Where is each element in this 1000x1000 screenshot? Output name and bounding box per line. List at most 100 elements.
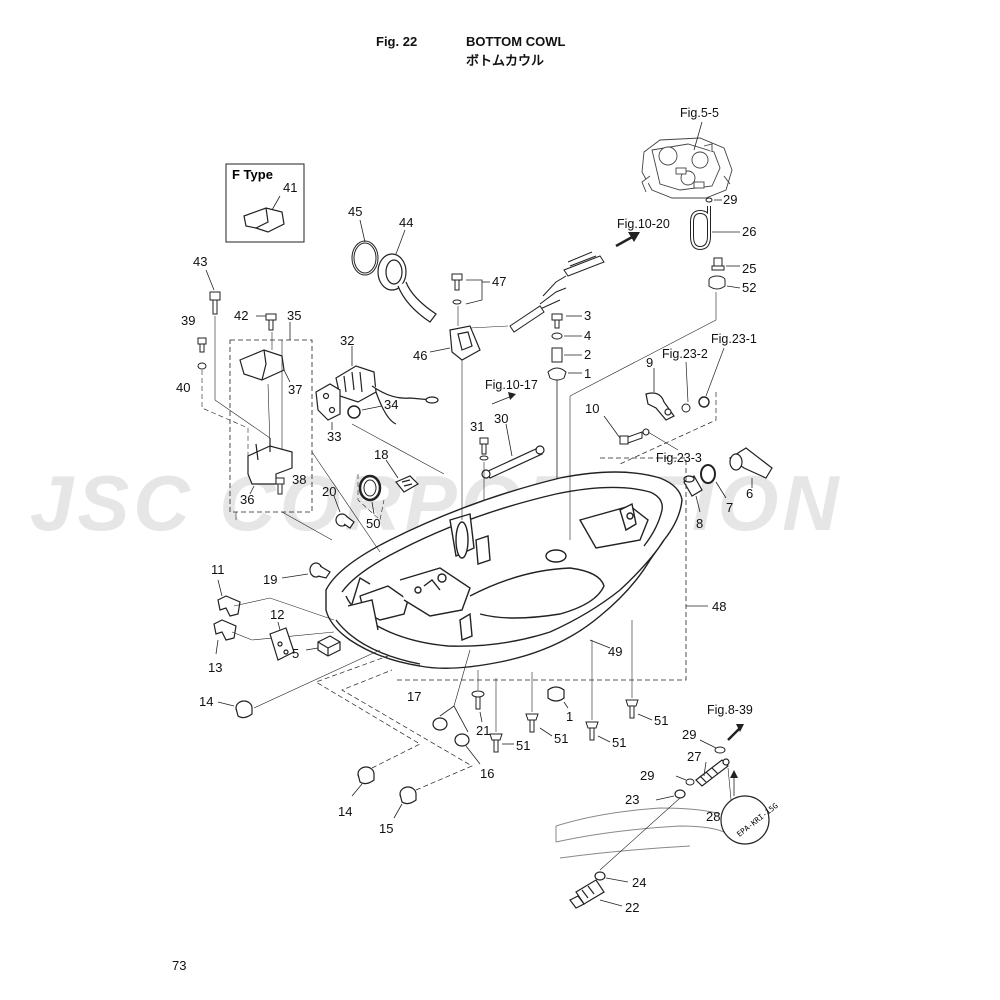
part-14-plug-upper <box>235 700 253 719</box>
part-label-29-upper: 29 <box>682 727 696 742</box>
part-label-29-top: 29 <box>723 192 737 207</box>
part-25-fitting <box>711 257 725 271</box>
part-7-washer <box>700 464 716 484</box>
group-35-boundary <box>229 339 313 513</box>
washer-fig-23-1 <box>698 396 710 408</box>
part-22-bolt <box>569 879 605 909</box>
part-27-lever <box>695 758 730 787</box>
part-32-stop-switch <box>335 365 439 425</box>
part-label-45: 45 <box>348 204 362 219</box>
part-label-12: 12 <box>270 607 284 622</box>
part-label-30: 30 <box>494 411 508 426</box>
ref-fig-23-1: Fig.23-1 <box>711 332 757 346</box>
part-label-42: 42 <box>234 308 248 323</box>
part-23-nut <box>674 789 686 799</box>
part-label-51-a: 51 <box>516 738 530 753</box>
part-label-29-lower: 29 <box>640 768 654 783</box>
part-label-44: 44 <box>399 215 413 230</box>
part-label-9: 9 <box>646 355 653 370</box>
part-label-46: 46 <box>413 348 427 363</box>
ref-fig-5-5: Fig.5-5 <box>680 106 719 120</box>
part-34-ring <box>347 405 361 419</box>
page-number: 73 <box>172 958 187 973</box>
part-label-40: 40 <box>176 380 190 395</box>
part-label-13: 13 <box>208 660 222 675</box>
part-51-screw-b <box>525 713 539 733</box>
part-label-51-d: 51 <box>654 713 668 728</box>
part-11-damper <box>217 595 241 617</box>
part-label-18: 18 <box>374 447 388 462</box>
part-1-grommet-bottom <box>547 686 565 702</box>
part-43-bolt <box>209 291 221 315</box>
ref-fig-10-20: Fig.10-20 <box>617 217 670 231</box>
arrow-to-fig-10-20 <box>615 234 635 248</box>
part-label-43: 43 <box>193 254 207 269</box>
part-1-grommet-top <box>547 367 567 381</box>
part-label-36: 36 <box>240 492 254 507</box>
transom-clamp-outline <box>555 807 725 859</box>
part-39-screw <box>197 337 207 353</box>
part-label-5: 5 <box>292 646 299 661</box>
part-51-screw-c <box>585 721 599 741</box>
part-label-4: 4 <box>584 328 591 343</box>
figure-number: Fig. 22 <box>376 34 418 49</box>
part-label-32: 32 <box>340 333 354 348</box>
part-label-14-upper: 14 <box>199 694 213 709</box>
f-type-inset-title: F Type <box>232 167 273 182</box>
part-21-screw <box>471 690 485 710</box>
part-29-clip-lower <box>685 778 695 786</box>
part-label-48: 48 <box>712 599 726 614</box>
engine-block-illustration <box>641 137 733 199</box>
part-14-plug-lower <box>357 766 375 785</box>
part-label-47: 47 <box>492 274 506 289</box>
washer-fig-23-2 <box>681 403 691 413</box>
wire-harness-connector <box>563 251 605 277</box>
ref-fig-23-3: Fig.23-3 <box>656 451 702 465</box>
part-label-22: 22 <box>625 900 639 915</box>
part-37-cover <box>239 349 285 381</box>
part-29-clip-upper <box>714 746 726 754</box>
part-label-31: 31 <box>470 419 484 434</box>
part-28-emission-label: EPA-KRI-15G <box>720 795 780 845</box>
part-3-screw <box>551 313 563 329</box>
part-15-plug <box>399 786 417 805</box>
part-40-washer <box>197 362 207 370</box>
part-label-11: 11 <box>211 562 225 577</box>
part-51-screw-a <box>489 733 503 753</box>
ref-fig-23-2: Fig.23-2 <box>662 347 708 361</box>
part-2-collar <box>551 347 563 363</box>
part-42-screw <box>265 313 277 331</box>
part-12-plate <box>269 627 295 661</box>
part-31-bolt <box>479 437 489 461</box>
part-label-41: 41 <box>283 180 297 195</box>
part-label-25: 25 <box>742 261 756 276</box>
group-48-boundary <box>396 457 687 681</box>
part-label-3: 3 <box>584 308 591 323</box>
part-label-28: 28 <box>706 809 720 824</box>
part-label-15: 15 <box>379 821 393 836</box>
part-label-7: 7 <box>726 500 733 515</box>
part-label-26: 26 <box>742 224 756 239</box>
part-label-27: 27 <box>687 749 701 764</box>
part-36-bracket <box>247 438 293 485</box>
part-44-grommet <box>377 253 437 323</box>
part-label-1-bottom: 1 <box>566 709 573 724</box>
part-label-2: 2 <box>584 347 591 362</box>
part-9-lever <box>645 392 675 421</box>
part-label-24: 24 <box>632 875 646 890</box>
part-label-10: 10 <box>585 401 599 416</box>
part-label-20: 20 <box>322 484 336 499</box>
part-33-plate <box>315 383 341 421</box>
part-49-bottom-cowl <box>325 471 683 669</box>
ref-fig-8-39: Fig.8-39 <box>707 703 753 717</box>
part-label-14-lower: 14 <box>338 804 352 819</box>
part-label-19: 19 <box>263 572 277 587</box>
part-17-cap <box>432 717 448 731</box>
part-label-17: 17 <box>407 689 421 704</box>
part-4-washer <box>551 332 563 340</box>
part-label-52: 52 <box>742 280 756 295</box>
part-10-bolt <box>619 431 643 445</box>
part-18-clip <box>395 475 419 493</box>
